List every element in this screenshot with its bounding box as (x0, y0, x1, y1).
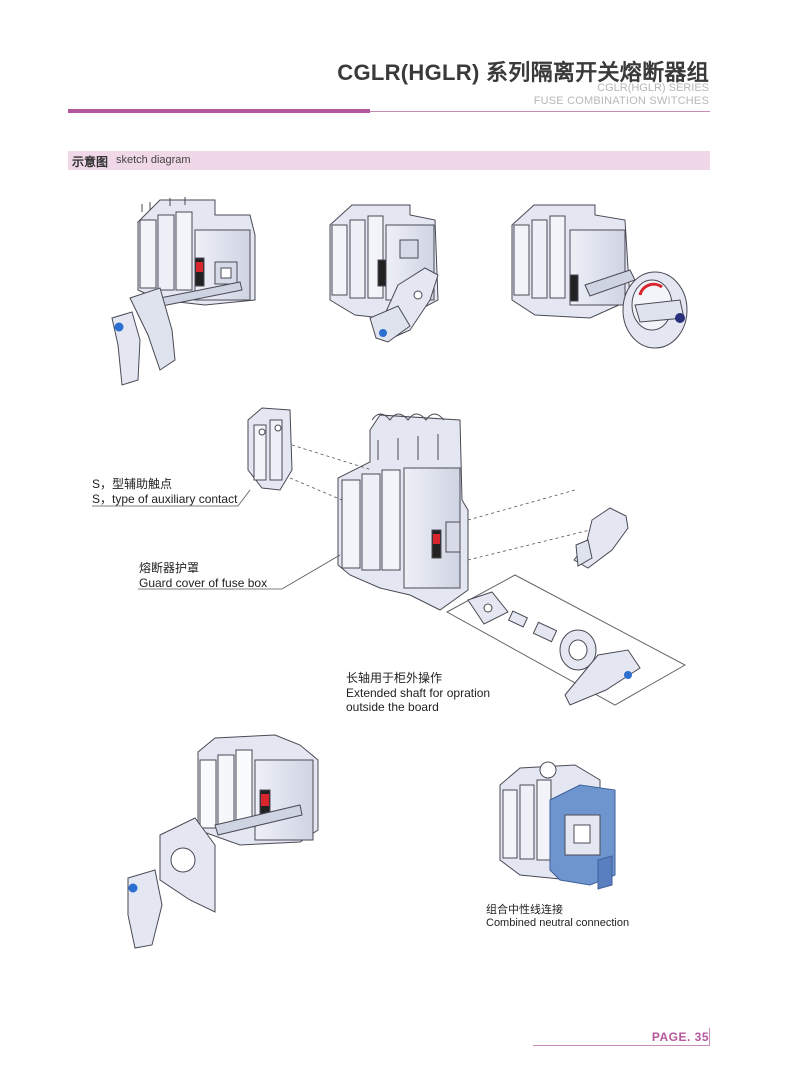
neutral-label-cn: 组合中性线连接 (486, 904, 563, 916)
footer-rule-vertical (709, 1028, 710, 1046)
page-title: CGLR(HGLR) 系列隔离开关熔断器组 (337, 60, 709, 85)
page-subtitle-series: CGLR(HGLR) SERIES (597, 82, 709, 94)
switch-device-front-handle (329, 204, 439, 343)
neutral-connection-frame (549, 784, 616, 890)
neutral-label-en: Combined neutral connection (486, 917, 630, 929)
section-band: 示意图 sketch diagram (68, 151, 710, 170)
auxiliary-contact-block (247, 407, 293, 491)
aux-contact-label-cn: S，型辅助触点 (92, 477, 173, 491)
guard-cover-label-en: Guard cover of fuse box (139, 576, 268, 590)
section-label-cn: 示意图 (72, 155, 109, 169)
fuse-switch-main-body (337, 413, 469, 611)
footer-rule (533, 1045, 710, 1046)
switch-device-side-handle (111, 197, 256, 386)
page-subtitle-name: FUSE COMBINATION SWITCHES (533, 95, 709, 107)
section-label-en: sketch diagram (116, 154, 191, 166)
shaft-label-cn: 长轴用于柜外操作 (346, 671, 443, 685)
switch-device-rotary-handle (511, 204, 688, 349)
guard-cover-label-cn: 熔断器护罩 (139, 561, 200, 575)
header-thin-rule (370, 111, 710, 112)
aux-contact-label-en: S，type of auxiliary contact (92, 492, 238, 506)
switch-device-door-handle (127, 734, 319, 949)
shaft-label-en-2: outside the board (346, 700, 439, 714)
extended-shaft-assembly (445, 574, 687, 706)
exploded-dashed-lines (289, 444, 591, 561)
shaft-label-en-1: Extended shaft for opration (346, 686, 491, 700)
external-handle-part (573, 507, 629, 569)
header-accent-rule (68, 109, 370, 113)
page-number: PAGE. 35 (651, 1030, 709, 1044)
label-leader-lines (92, 489, 341, 590)
